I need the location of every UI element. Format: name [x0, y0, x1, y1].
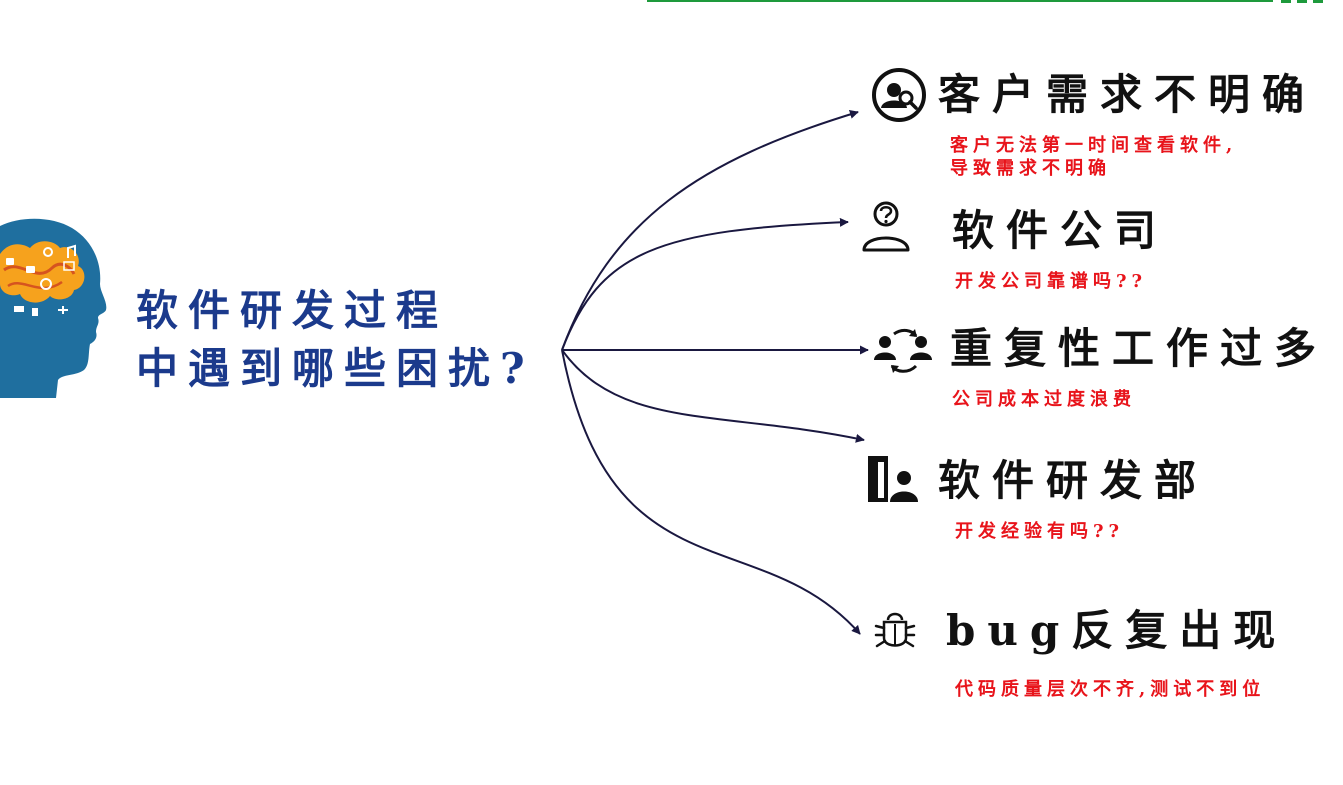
top-rule-mark [1313, 0, 1323, 3]
branch-note-1-line2: 导致需求不明确 [950, 158, 1111, 179]
branch-title-4: 软件研发部 [938, 456, 1209, 505]
bug-icon [874, 612, 916, 648]
connector-branch-2 [561, 217, 849, 351]
department-user-icon [868, 456, 918, 502]
connector-branch-1 [561, 110, 859, 351]
branch-note-5: 代码质量层次不齐,测试不到位 [955, 678, 1265, 701]
branch-note-2-line1: 开发公司靠谱吗?? [955, 271, 1148, 292]
branch-note-4: 开发经验有吗?? [955, 520, 1124, 543]
connector-branch-5 [561, 349, 861, 635]
center-topic-line1: 软件研发过程 [136, 286, 449, 335]
branch-note-1: 客户无法第一时间查看软件, 导致需求不明确 [950, 134, 1237, 180]
branch-note-1-line1: 客户无法第一时间查看软件, [950, 135, 1238, 156]
branch-note-4-line1: 开发经验有吗?? [955, 521, 1125, 542]
user-search-icon [872, 68, 926, 122]
center-topic: 软件研发过程 中遇到哪些困扰? [136, 282, 535, 398]
top-rule [647, 0, 1273, 2]
center-topic-line2: 中遇到哪些困扰? [136, 344, 535, 393]
top-rule-mark [1281, 0, 1291, 3]
connector-branch-4 [561, 349, 865, 443]
branch-title-5: bug反复出现 [946, 606, 1288, 655]
user-question-icon [862, 201, 910, 252]
top-rule-mark [1297, 0, 1307, 3]
branch-title-1: 客户需求不明确 [938, 70, 1317, 119]
brain-head-icon [0, 218, 107, 398]
branch-note-3: 公司成本过度浪费 [952, 388, 1136, 411]
branch-note-2: 开发公司靠谱吗?? [955, 270, 1147, 293]
branch-title-3: 重复性工作过多 [950, 324, 1329, 373]
branch-note-5-line1: 代码质量层次不齐,测试不到位 [955, 679, 1266, 700]
branch-note-3-line1: 公司成本过度浪费 [952, 389, 1136, 410]
branch-title-2: 软件公司 [952, 206, 1169, 255]
team-cycle-icon [874, 328, 932, 373]
